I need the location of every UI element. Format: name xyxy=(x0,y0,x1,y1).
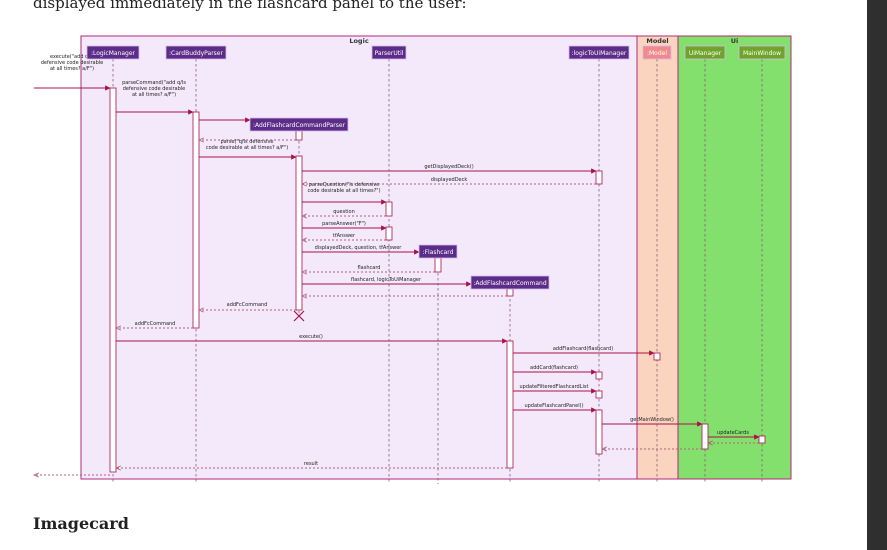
frame-title-ui: Ui xyxy=(731,37,739,45)
message-label-m1-0: execute("add q/Is xyxy=(50,54,94,60)
activation-logicToUi-filter xyxy=(595,390,603,399)
participant-box-uiManager xyxy=(684,45,726,60)
message-label-m18-0: execute() xyxy=(299,334,323,340)
activation-mainWindow xyxy=(758,435,766,444)
message-label-m2-1: defensive code desirable xyxy=(123,86,186,92)
activation-commandParser xyxy=(295,130,303,141)
message-label-m17-0: addFcCommand xyxy=(135,321,176,327)
participant-label-logicToUi: :logicToUiManager xyxy=(572,50,627,57)
frame-title-logic: Logic xyxy=(349,37,368,45)
activation-logicToUi-add xyxy=(595,371,603,380)
message-label-m21-0: updateFilteredFlashcardList xyxy=(520,384,589,390)
participant-label-command: :AddFlashcardCommand xyxy=(473,280,547,287)
frame-model xyxy=(636,35,679,480)
frame-ui xyxy=(677,35,792,480)
message-label-m12-0: displayedDeck, question, tfAnswer xyxy=(315,245,403,251)
activation-parser xyxy=(192,111,200,329)
intro-text: displayed immediately in the flashcard p… xyxy=(33,0,467,12)
participant-box-logicToUi xyxy=(568,45,630,60)
participant-box-mainWindow xyxy=(738,45,786,60)
participant-label-uiManager: UiManager xyxy=(689,50,722,57)
participant-box-logicManager xyxy=(86,45,140,60)
destroy-marker-commandparser xyxy=(293,310,305,322)
participant-box-flashcard xyxy=(418,244,458,259)
message-label-m8-0: parseQuestion("Is defensive xyxy=(309,182,380,188)
activation-logicToUi-panel xyxy=(595,409,603,455)
participant-label-flashcard: :Flashcard xyxy=(423,249,454,256)
activation-uiManager xyxy=(701,423,709,450)
message-label-m1-1: defensive code desirable xyxy=(41,60,104,66)
activation-logicManager xyxy=(109,87,117,473)
activation-commandParser-parse xyxy=(295,155,303,311)
message-label-m27-0: result xyxy=(304,461,318,467)
participant-box-parser xyxy=(165,45,227,60)
message-label-m20-0: addCard(flashcard) xyxy=(530,365,578,371)
message-label-m14-0: flashcard, logicToUiManager xyxy=(351,277,422,283)
participant-label-model: :Model xyxy=(647,50,667,57)
message-label-m10-0: parseAnswer("F") xyxy=(322,221,366,227)
activation-model xyxy=(653,352,661,361)
activation-parserUtil-a xyxy=(385,226,393,241)
message-label-m6-0: getDisplayedDeck() xyxy=(424,164,473,170)
message-label-m19-0: addFlashcard(flashcard) xyxy=(553,346,613,352)
message-label-m5-1: code desirable at all times? a/F") xyxy=(206,145,288,151)
participant-box-model xyxy=(642,45,672,60)
activation-flashcard xyxy=(434,257,442,273)
participant-label-logicManager: :LogicManager xyxy=(91,50,136,57)
activation-command xyxy=(506,288,514,297)
message-label-m22-0: updateFlashcardPanel() xyxy=(524,403,583,409)
message-label-m2-2: at all times? a/F") xyxy=(132,92,176,98)
participant-label-commandParser: :AddFlashcardCommandParser xyxy=(253,122,346,129)
message-label-m23-0: getMainWindow() xyxy=(630,417,674,423)
message-label-m2-0: parseCommand("add q/Is xyxy=(122,80,186,86)
message-label-m16-0: addFcCommand xyxy=(227,302,268,308)
message-label-m7-0: displayedDeck xyxy=(431,177,468,183)
message-label-m24-0: updateCards xyxy=(717,430,749,436)
participant-box-parserUtil xyxy=(371,45,407,60)
section-heading: Imagecard xyxy=(33,514,129,533)
message-label-m11-0: tfAnswer xyxy=(333,233,356,239)
message-label-m13-0: flashcard xyxy=(358,265,381,271)
message-label-m9-0: question xyxy=(333,209,355,215)
scrollbar[interactable] xyxy=(867,0,887,550)
message-label-m5-0: parse("q/Is defensive xyxy=(220,139,273,145)
activation-parserUtil-q xyxy=(385,201,393,217)
participant-label-parserUtil: ParserUtil xyxy=(375,50,404,57)
participant-box-command xyxy=(470,275,550,290)
participant-box-commandParser xyxy=(249,117,349,132)
activation-logicToUi-deck xyxy=(595,170,603,185)
participant-label-mainWindow: MainWindow xyxy=(743,50,781,57)
message-label-m8-1: code desirable at all times?") xyxy=(307,188,380,194)
frame-logic xyxy=(80,35,638,480)
participant-label-parser: :CardBuddyParser xyxy=(169,50,223,57)
activation-command-exec xyxy=(506,340,514,469)
frame-title-model: Model xyxy=(646,37,668,45)
message-label-m1-2: at all times? a/F") xyxy=(50,66,94,72)
